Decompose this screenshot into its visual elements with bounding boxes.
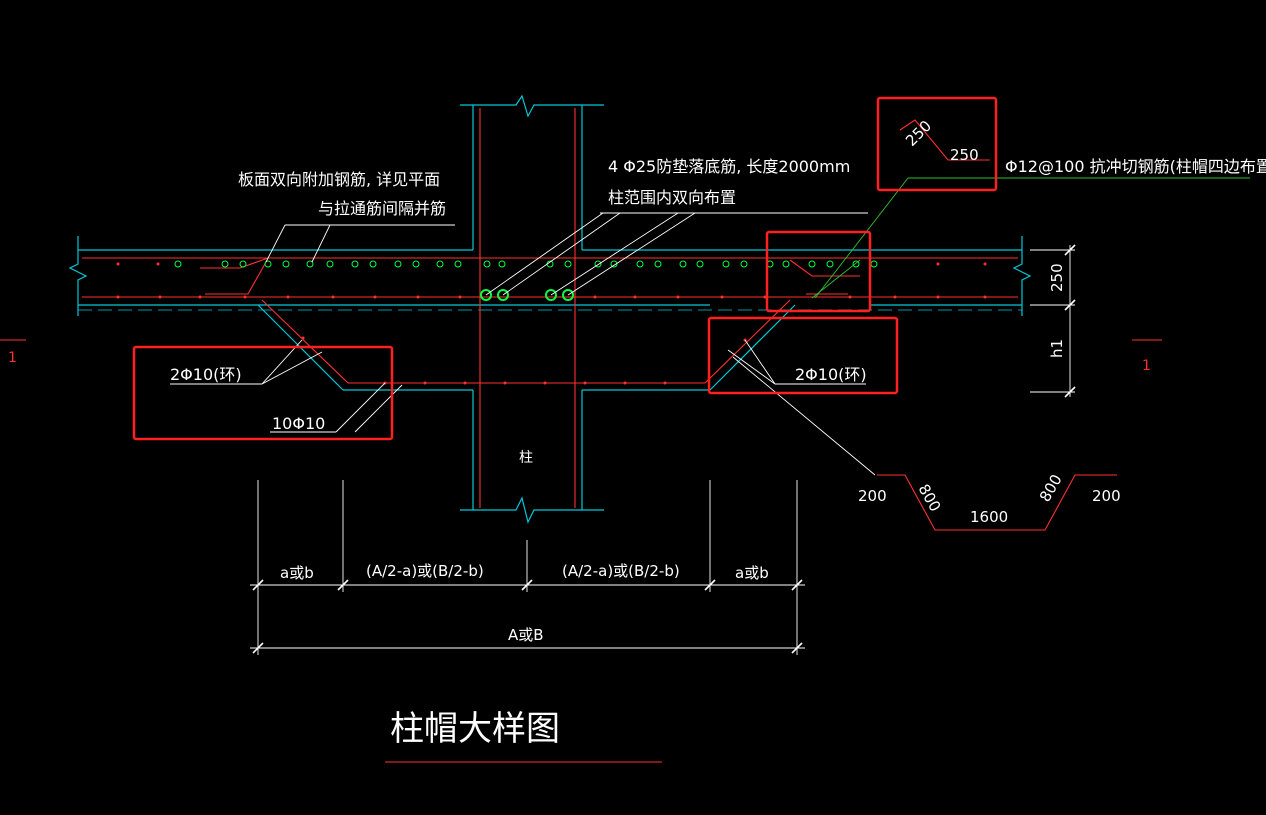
bottom-dim-3: (A/2-a)或(B/2-b): [562, 562, 680, 580]
highlight-box-punching: [765, 230, 872, 313]
concrete-outline: [68, 94, 1032, 524]
column-label: 柱: [519, 450, 533, 466]
punching-shear-note: Φ12@100 抗冲切钢筋(柱帽四边布置): [1005, 157, 1266, 176]
section-mark-left: 1: [8, 350, 17, 366]
anti-collapse-note-line2: 柱范围内双向布置: [608, 188, 736, 207]
stirrup-dim-b: 250: [950, 146, 979, 164]
highlight-box-ring-right: [707, 316, 899, 395]
highlight-box-ring-left: [132, 345, 394, 441]
bent-bar-dim-5: 200: [1092, 487, 1121, 505]
leader-lines: [170, 212, 876, 476]
bent-bar-dim-2: 800: [915, 481, 945, 515]
anti-collapse-note-line1: 4 Φ25防垫落底筋, 长度2000mm: [608, 157, 850, 176]
dimension-lines: [250, 245, 1075, 655]
slab-top-note-line1: 板面双向附加钢筋, 详见平面: [238, 170, 440, 189]
highlight-boxes: [132, 96, 998, 441]
bottom-bars-label: 10Φ10: [272, 414, 325, 433]
bent-bar-dim-1: 200: [858, 487, 887, 505]
bottom-dim-4: a或b: [735, 564, 769, 582]
punching-shear-leader: [811, 177, 1250, 299]
total-dim: A或B: [508, 626, 544, 644]
highlight-box-stirrup: [876, 96, 998, 192]
rebar-lines: [0, 108, 1162, 763]
section-mark-right: 1: [1142, 358, 1151, 374]
thickness-dim-h1: h1: [1048, 339, 1066, 358]
top-bar-circles: [174, 260, 878, 301]
dimension-ticks: [252, 244, 1076, 654]
slab-top-note-line2: 与拉通筋间隔并筋: [318, 199, 446, 218]
thickness-dim-250: 250: [1048, 263, 1066, 292]
ring-bar-left-label: 2Φ10(环): [170, 365, 242, 384]
ring-bar-right-label: 2Φ10(环): [795, 365, 867, 384]
stirrup-dim-a: 250: [902, 117, 935, 150]
bent-bar-dim-3: 1600: [970, 508, 1008, 526]
drawing-title: 柱帽大样图: [390, 709, 560, 749]
bottom-dim-2: (A/2-a)或(B/2-b): [366, 562, 484, 580]
bottom-dim-1: a或b: [280, 564, 314, 582]
